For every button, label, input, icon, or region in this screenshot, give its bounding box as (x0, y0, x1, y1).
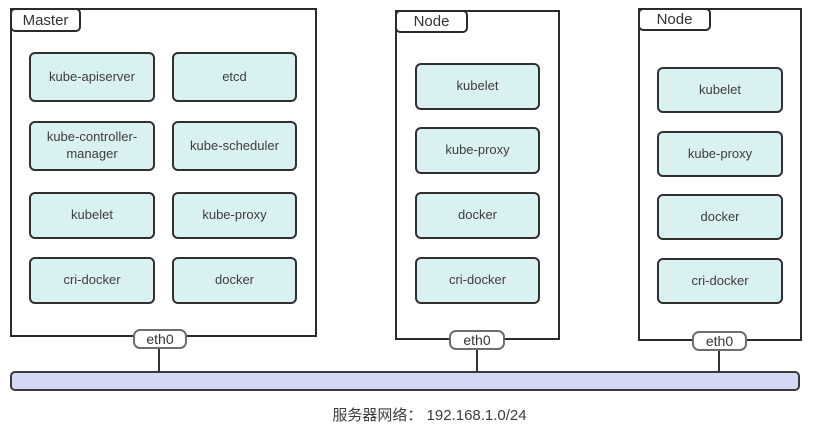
component-kube-scheduler: kube-scheduler (172, 121, 297, 171)
component-label: kube-controller-manager (46, 129, 138, 161)
network-caption-text: 服务器网络： 192.168.1.0/24 (332, 407, 527, 424)
component-label: docker (214, 272, 255, 288)
group-title-label: Node (413, 13, 450, 30)
master-network-link-line (158, 348, 160, 372)
group-title-label: Master (22, 11, 69, 29)
node1-group-title: Node (395, 10, 468, 33)
component-cri-docker: cri-docker (29, 257, 155, 304)
component-label: kube-apiserver (49, 68, 135, 84)
eth0-label: eth0 (146, 331, 174, 347)
component-label: kube-scheduler (190, 137, 279, 153)
server-network-bus (10, 371, 800, 391)
component-etcd: etcd (172, 52, 297, 102)
component-label: cri-docker (448, 272, 507, 288)
component-label: kube-proxy (202, 207, 267, 223)
component-kube-controller-manager: kube-controller-manager (29, 121, 155, 171)
component-kube-apiserver: kube-apiserver (29, 52, 155, 102)
component-label: docker (700, 208, 740, 224)
component-cri-docker: cri-docker (415, 257, 540, 304)
component-kubelet: kubelet (657, 67, 783, 113)
component-label: docker (457, 207, 498, 223)
node2-group-title: Node (638, 8, 711, 31)
component-label: cri-docker (63, 272, 121, 288)
node1-group-box: kubelet kube-proxy docker cri-docker (395, 10, 560, 340)
node2-group-box: kubelet kube-proxy docker cri-docker (638, 8, 802, 341)
component-label: kube-proxy (687, 145, 753, 161)
component-docker: docker (172, 257, 297, 304)
component-label: etcd (222, 68, 247, 84)
component-docker: docker (415, 192, 540, 239)
component-kubelet: kubelet (29, 192, 155, 239)
component-label: kube-proxy (445, 142, 510, 158)
component-kube-proxy: kube-proxy (415, 127, 540, 174)
eth0-label: eth0 (463, 332, 491, 348)
master-group-title: Master (10, 8, 81, 32)
master-eth0-port: eth0 (133, 329, 187, 349)
component-label: kubelet (699, 81, 741, 97)
node1-network-link-line (476, 349, 478, 372)
master-group-box: kube-apiserver etcd kube-controller-mana… (10, 8, 317, 337)
component-docker: docker (657, 194, 783, 240)
node2-eth0-port: eth0 (692, 331, 747, 351)
node2-network-link-line (718, 350, 720, 372)
group-title-label: Node (656, 11, 693, 28)
network-caption: 服务器网络： 192.168.1.0/24 (44, 404, 815, 425)
component-kube-proxy: kube-proxy (172, 192, 297, 239)
component-kubelet: kubelet (415, 63, 540, 110)
component-label: kubelet (456, 78, 499, 94)
component-label: cri-docker (691, 272, 749, 288)
node1-eth0-port: eth0 (449, 330, 505, 350)
eth0-label: eth0 (705, 333, 734, 349)
component-label: kubelet (71, 207, 113, 223)
component-kube-proxy: kube-proxy (657, 131, 783, 177)
component-cri-docker: cri-docker (657, 258, 783, 304)
